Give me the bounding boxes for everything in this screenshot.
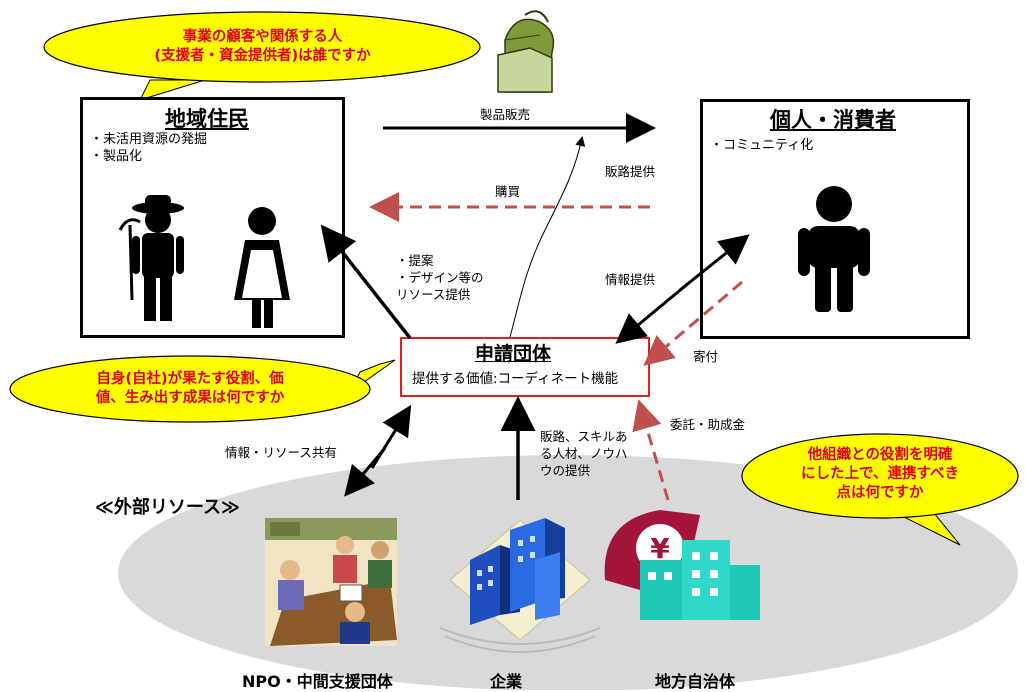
label-proposal: ・提案 ・デザイン等の リソース提供 (396, 253, 484, 302)
arrow-info-share-down (344, 447, 387, 497)
arrow-info-to-applicant (615, 280, 691, 344)
farmer-icon (118, 195, 184, 321)
external-resources-title: ≪外部リソース≫ (95, 497, 240, 518)
label-company-offer: 販路、スキルあ る人材、ノウハ ウの提供 (540, 429, 628, 478)
applicant-value: 提供する価値:コーディネート機能 (412, 371, 619, 387)
government-label: 地方自治体 (655, 672, 736, 691)
label-donation: 寄付 (693, 349, 719, 364)
label-purchase: 購買 (495, 184, 521, 199)
residents-title: 地域住民 (165, 107, 249, 131)
label-commission: 委託・助成金 (670, 417, 746, 432)
consumers-title: 個人・消費者 (770, 108, 896, 132)
npo-meeting-image (265, 518, 397, 646)
arrow-info-to-consumer (679, 234, 750, 292)
label-channel: 販路提供 (605, 164, 656, 179)
company-building-image (439, 518, 601, 653)
callout-customers-text: 事業の顧客や関係する人 (支援者・資金提供者)は誰ですか (154, 29, 371, 64)
npo-label: NPO・中間支援団体 (242, 672, 393, 691)
company-label: 企業 (490, 672, 523, 691)
callout-customers (43, 11, 481, 83)
applicant-title: 申請団体 (475, 343, 552, 365)
callout-value-text: 自身(自社)が果たす役割、価 値、生み出す成果は何ですか (95, 371, 285, 406)
arrow-channel (509, 136, 586, 338)
svg-text:¥: ¥ (650, 532, 670, 565)
callout-partners (741, 433, 1019, 519)
residents-bullets: ・未活用資源の発掘 ・製品化 (90, 132, 208, 164)
product-bag-icon (497, 10, 555, 93)
arrow-proposal (320, 224, 412, 340)
label-info-share: 情報・リソース共有 (225, 445, 337, 460)
person-icon (798, 186, 870, 312)
residents-box (80, 97, 345, 338)
callout-tail-customers (139, 79, 206, 101)
label-sales: 製品販売 (480, 107, 531, 122)
arrow-donation (643, 280, 743, 366)
consumers-bullets: ・コミュニティ化 (710, 138, 814, 153)
callout-value (9, 355, 371, 423)
local-government-image: ¥ (604, 510, 760, 620)
label-info: 情報提供 (605, 272, 656, 287)
callout-partners-text: 他組織との役割を明確 にした上で、連携すべき 点は何ですか (801, 447, 959, 501)
woman-icon (234, 207, 290, 328)
arrow-commission (632, 399, 670, 501)
